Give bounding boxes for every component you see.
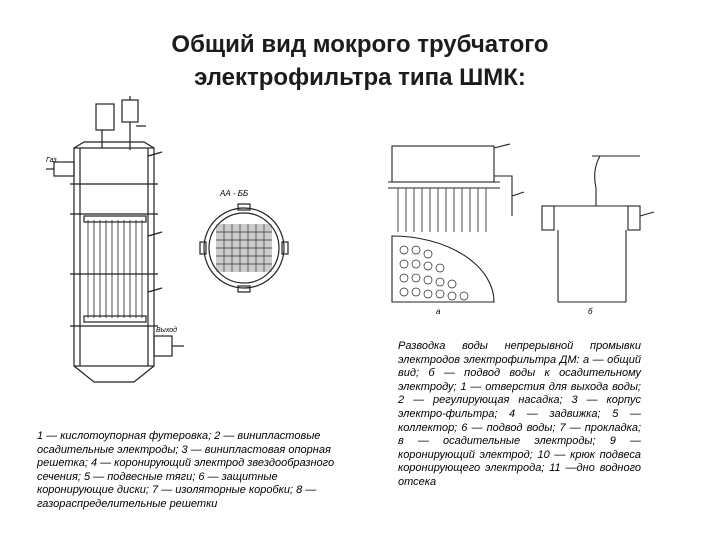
title-line-2: электрофильтра типа ШМК: bbox=[194, 64, 526, 91]
water-supply-drawing: а б bbox=[388, 143, 655, 316]
view-a-label: а bbox=[436, 307, 441, 316]
filter-general-view-drawing: АА - ББ Газ Выход bbox=[46, 96, 289, 383]
general-view-caption: 1 — кислотоупорная футеровка; 2 — винипл… bbox=[37, 430, 335, 510]
title-line-1: Общий вид мокрого трубчатого bbox=[171, 31, 549, 58]
inlet-label: Газ bbox=[46, 157, 57, 164]
section-label: АА - ББ bbox=[219, 189, 248, 198]
outlet-label: Выход bbox=[156, 326, 177, 334]
water-supply-caption: Разводка воды непрерывной промывки элект… bbox=[398, 340, 641, 488]
page-title: Общий вид мокрого трубчатого электрофиль… bbox=[60, 28, 660, 94]
view-b-label: б bbox=[588, 307, 593, 316]
